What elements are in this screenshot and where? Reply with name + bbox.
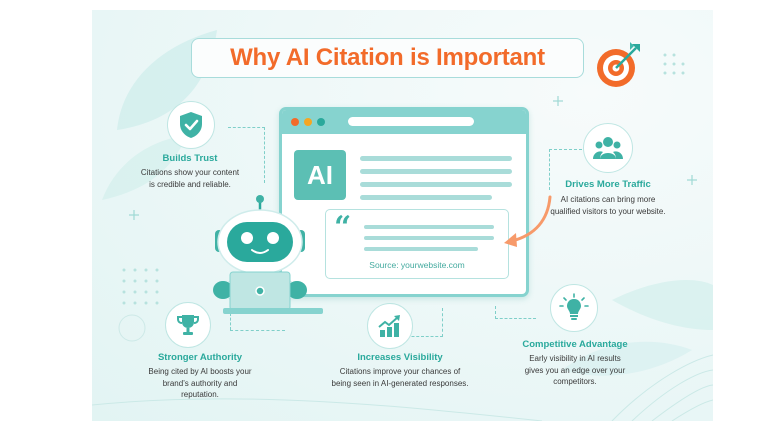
growth-chart-icon — [378, 315, 400, 337]
drives-traffic-icon-circle — [583, 123, 633, 173]
lightbulb-icon — [559, 293, 589, 320]
citation-quote-card: “ Source: yourwebsite.com — [325, 209, 509, 279]
feature-description: Citations improve your chances of being … — [331, 367, 469, 388]
quote-line — [364, 225, 494, 229]
feature-title: Increases Visibility — [357, 352, 443, 363]
feature-title: Drives More Traffic — [565, 179, 651, 190]
title-banner: Why AI Citation is Important — [191, 38, 584, 78]
competitive-advantage-icon-circle — [550, 284, 598, 332]
builds-trust-icon-circle — [167, 101, 215, 149]
target-with-arrow-icon — [597, 42, 640, 87]
shield-check-icon — [180, 112, 202, 138]
window-dot-green — [317, 118, 325, 126]
window-dot-yellow — [304, 118, 312, 126]
feature-description: Being cited by AI boosts your brand’s au… — [148, 367, 252, 399]
url-bar — [348, 117, 474, 126]
connector-traffic — [549, 149, 582, 190]
quote-line — [364, 247, 478, 251]
browser-window-illustration: AI “ Source: yourwebsite.com — [279, 107, 529, 297]
stronger-authority-icon-circle — [165, 302, 211, 348]
citation-source: Source: yourwebsite.com — [369, 260, 465, 270]
connector-authority-vert — [230, 313, 231, 330]
feature-description: Citations show your content is credible … — [140, 168, 240, 189]
feature-description: AI citations can bring more qualified vi… — [550, 195, 666, 216]
browser-title-bar — [282, 110, 526, 134]
quote-icon: “ — [334, 210, 352, 245]
feature-title: Competitive Advantage — [522, 339, 628, 350]
trophy-icon — [177, 315, 199, 335]
connector-authority — [230, 330, 285, 331]
quote-line — [364, 236, 494, 240]
connector-advantage — [495, 306, 536, 319]
ai-logo: AI — [294, 150, 346, 200]
users-group-icon — [593, 137, 623, 159]
robot-illustration — [213, 195, 323, 314]
page-title: Why AI Citation is Important — [230, 44, 545, 71]
feature-description: Early visibility in AI results gives you… — [524, 354, 626, 386]
connector-trust — [228, 127, 265, 183]
text-placeholder-line — [360, 182, 512, 187]
text-placeholder-line — [360, 169, 512, 174]
text-placeholder-line — [360, 156, 512, 161]
feature-title: Builds Trust — [162, 153, 218, 164]
connector-visibility — [402, 308, 443, 337]
feature-title: Stronger Authority — [157, 352, 243, 363]
window-dot-red — [291, 118, 299, 126]
text-placeholder-line — [360, 195, 492, 200]
curved-arrow-icon — [504, 195, 552, 247]
increases-visibility-icon-circle — [367, 303, 413, 349]
